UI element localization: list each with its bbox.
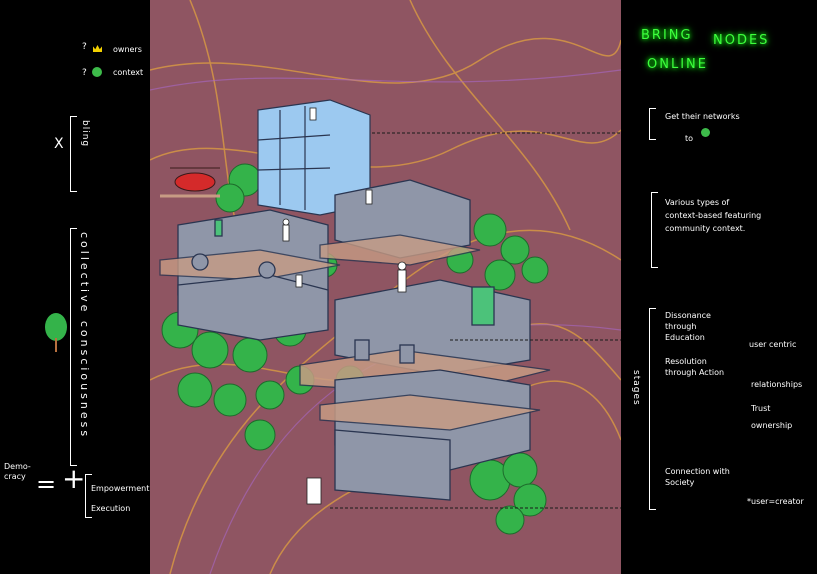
legend-context-marker: ? (82, 68, 87, 78)
vertical-label-top: bling (80, 120, 90, 148)
bracket-stages (649, 308, 656, 510)
equation-equals: = (36, 470, 57, 498)
note-dissonance: Dissonance through Education (665, 311, 711, 342)
tree-icon (45, 313, 67, 341)
bullet-trust: Trust (751, 404, 771, 413)
execution-label: Execution (91, 504, 131, 513)
bracket-top (70, 116, 77, 192)
bracket-collective (70, 228, 77, 466)
left-annotation-panel: ? owners ? context X bling collective co… (0, 0, 150, 574)
note-connection: Connection with Society (665, 467, 730, 487)
note-to: to (685, 134, 694, 143)
people (282, 107, 407, 505)
note-user-creator: *user=creator (747, 497, 804, 506)
title-online: ONLINE (647, 57, 708, 72)
helicopter (160, 167, 220, 198)
middle-building (319, 179, 481, 266)
bullet-relationships: relationships (751, 380, 803, 389)
bracket-various (651, 192, 658, 268)
crown-icon (93, 45, 102, 52)
note-various: Various types of context-based featuring… (665, 198, 762, 233)
context-node-icon (92, 67, 102, 77)
equation-democracy: Demo- cracy (4, 462, 31, 481)
bullet-ownership: ownership (751, 421, 793, 430)
isometric-map (150, 0, 621, 574)
front-building (299, 279, 551, 501)
legend-context: context (113, 68, 144, 77)
note-resolution: Resolution through Action (665, 357, 725, 377)
equation-plus: + (62, 462, 86, 495)
legend-owners: owners (113, 45, 142, 54)
bracket-equation (85, 474, 92, 518)
note-networks: Get their networks (665, 112, 740, 121)
bracket-networks (649, 108, 656, 140)
connector-lines (330, 132, 621, 509)
x-mark: X (54, 136, 64, 152)
right-annotation-panel: BRING NODES ONLINE Get their networks to… (621, 0, 817, 574)
tree-trunk (55, 338, 57, 352)
note-user-centric: user centric (749, 340, 797, 349)
context-node-icon (701, 128, 710, 137)
vertical-label-stages: stages (631, 370, 641, 406)
vertical-label-collective: collective consciousness (78, 232, 91, 440)
legend-owners-marker: ? (82, 42, 87, 52)
map-illustration (150, 0, 621, 574)
title-nodes: NODES (713, 33, 770, 48)
left-building (159, 209, 341, 341)
title-bring: BRING (641, 28, 693, 43)
empowerment-label: Empowerment (91, 484, 150, 493)
